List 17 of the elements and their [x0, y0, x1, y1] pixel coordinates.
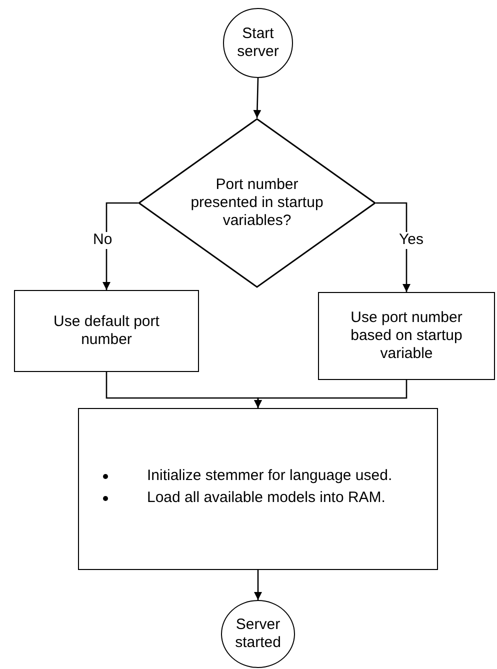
- edge-label: Yes: [398, 232, 424, 248]
- arrow: [102, 202, 138, 290]
- process-box: [14, 290, 199, 372]
- decision-diamond: [138, 118, 376, 288]
- node-label: Start server: [236, 25, 280, 61]
- node-label: Port number presented in startup variables?: [190, 176, 324, 230]
- arrow: [254, 380, 408, 408]
- process-box: [318, 292, 495, 380]
- arrow: [254, 570, 262, 600]
- edge-label: No: [92, 232, 114, 248]
- node-label: Use default port number: [52, 313, 160, 349]
- process-box: [78, 408, 438, 570]
- node-label: Server started: [234, 616, 282, 652]
- arrow: [253, 78, 262, 118]
- bullet-text: Load all available models into RAM.: [147, 489, 386, 506]
- node-label: Use port number based on startup variable: [350, 309, 464, 363]
- bullet-text: Initialize stemmer for language used.: [147, 467, 392, 484]
